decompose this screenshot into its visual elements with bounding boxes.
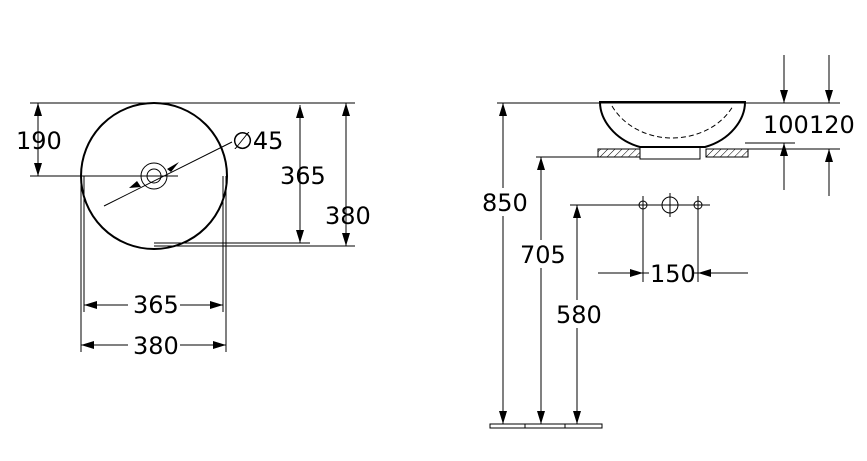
dim-190-arrow-bottom xyxy=(34,163,42,176)
dim-190-arrow-top xyxy=(34,103,42,116)
top-view: ∅45 190 365 380 365 380 xyxy=(16,102,371,360)
dim-150-arrow-right xyxy=(698,269,711,277)
tap-hole-right xyxy=(693,196,703,214)
dim-150-arrow-left xyxy=(630,269,643,277)
dim-365h-arrow-right xyxy=(210,301,223,309)
dim-100-arrow-top xyxy=(780,90,788,103)
dim-705-arrow-top xyxy=(537,157,545,170)
side-view: 100 120 850 705 580 xyxy=(482,55,855,429)
dim-705-label: 705 xyxy=(520,241,566,269)
dim-380v-arrow-top xyxy=(342,103,350,116)
dim-150-label: 150 xyxy=(650,260,696,288)
drain-body xyxy=(639,147,701,160)
dim-380v-arrow-bottom xyxy=(342,233,350,246)
dim-120-label: 120 xyxy=(809,111,855,139)
diameter-leader-arrow-2 xyxy=(167,162,179,172)
dim-705-arrow-bottom xyxy=(537,411,545,424)
diameter-leader-arrow-1 xyxy=(129,181,141,188)
dim-380v-label: 380 xyxy=(325,202,371,230)
basin-bowl-profile xyxy=(598,101,747,148)
dim-580-arrow-bottom xyxy=(573,411,581,424)
dim-580-arrow-top xyxy=(573,205,581,218)
floor-line xyxy=(489,423,603,429)
dim-100-label: 100 xyxy=(763,111,809,139)
diameter-leader-line xyxy=(103,141,233,207)
dim-850-label: 850 xyxy=(482,189,528,217)
dim-120-arrow-bottom xyxy=(825,149,833,162)
basin-inner-dashed xyxy=(611,105,734,139)
dim-380h-arrow-left xyxy=(81,341,94,349)
dim-365v-arrow-top xyxy=(296,105,304,118)
dim-365h-label: 365 xyxy=(133,291,179,319)
dim-580-label: 580 xyxy=(556,301,602,329)
dim-120-arrow-top xyxy=(825,90,833,103)
tap-hole-left xyxy=(638,196,648,214)
dim-190-label: 190 xyxy=(16,127,62,155)
dim-100-arrow-bottom xyxy=(780,143,788,156)
dim-380h-arrow-right xyxy=(213,341,226,349)
dim-380h-label: 380 xyxy=(133,332,179,360)
dim-850-arrow-top xyxy=(499,103,507,116)
dim-850-arrow-bottom xyxy=(499,411,507,424)
tap-hole-center xyxy=(661,193,679,217)
dim-365v-arrow-bottom xyxy=(296,230,304,243)
countertop-right-slab xyxy=(705,148,749,158)
countertop-left-slab xyxy=(597,148,641,158)
dim-365h-arrow-left xyxy=(84,301,97,309)
dim-365v-label: 365 xyxy=(280,162,326,190)
diameter-45-label: ∅45 xyxy=(232,127,283,155)
